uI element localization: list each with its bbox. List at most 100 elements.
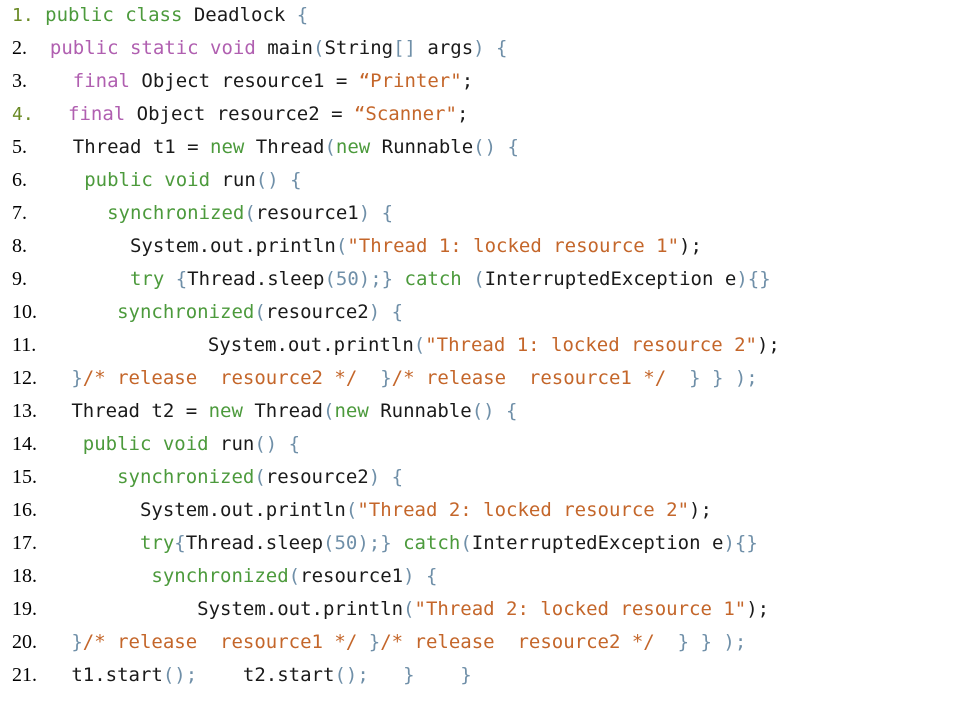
code-token: (); — [334, 664, 369, 686]
code-token: ; — [456, 103, 469, 125]
code-token: main — [267, 37, 313, 59]
code-token: } — [380, 532, 404, 554]
line-number: 1. — [12, 5, 34, 26]
code-token: public class — [33, 4, 194, 26]
code-token: System.out.println — [37, 499, 346, 521]
code-token: resource1 — [255, 202, 359, 224]
line-number: 17. — [12, 532, 37, 554]
code-token: new — [208, 400, 255, 422]
code-token: ( — [254, 466, 266, 488]
code-token: /* release resource2 */ — [82, 367, 381, 389]
code-token: ( — [345, 499, 358, 521]
code-line: 20. }/* release resource1 */ }/* release… — [12, 627, 746, 657]
line-number: 13. — [12, 400, 37, 422]
code-line: 6. public void run() { — [12, 165, 302, 195]
code-token: Thread — [255, 136, 325, 158]
code-token: run — [220, 433, 255, 455]
code-token: ( — [312, 37, 325, 59]
code-token: Object resource1 = — [141, 70, 359, 92]
code-token: String — [324, 37, 394, 59]
code-line: 9. try {Thread.sleep(50);} catch (Interr… — [12, 264, 771, 294]
line-number: 18. — [12, 565, 37, 587]
code-token: System.out.println — [37, 598, 404, 620]
code-line: 18. synchronized(resource1) { — [12, 561, 437, 591]
line-number: 8. — [12, 235, 27, 257]
code-line: 21. t1.start(); t2.start(); } } — [12, 660, 472, 690]
line-number: 21. — [12, 664, 37, 686]
code-token: () { — [254, 433, 301, 455]
code-token: System.out.println — [36, 334, 414, 356]
code-token: ( — [473, 268, 485, 290]
code-token: /* release resource1 */ — [82, 631, 369, 653]
code-token: resource2 — [265, 466, 369, 488]
code-line: 14. public void run() { — [12, 429, 300, 459]
code-line: 8. System.out.println("Thread 1: locked … — [12, 231, 702, 261]
code-token: final — [33, 103, 137, 125]
code-token: "Thread 1: locked resource 1" — [347, 235, 680, 257]
line-number: 14. — [12, 433, 37, 455]
code-token: ( — [323, 400, 335, 422]
line-number: 6. — [12, 169, 27, 191]
code-token: ( — [460, 532, 472, 554]
code-token: catch — [403, 532, 461, 554]
code-token: run — [221, 169, 256, 191]
code-line: 11. System.out.println("Thread 1: locked… — [12, 330, 780, 360]
line-number: 11. — [12, 334, 37, 356]
code-token: ) { — [403, 565, 438, 587]
line-number: 4. — [12, 104, 34, 125]
code-token: public void — [37, 433, 221, 455]
code-token: ( — [403, 598, 415, 620]
code-token: (50); — [323, 532, 381, 554]
code-token: ) { — [358, 202, 394, 224]
code-token: args — [427, 37, 474, 59]
code-token: ( — [244, 202, 256, 224]
code-token: { — [175, 268, 188, 290]
code-token: new — [210, 136, 256, 158]
code-token: /* release resource2 */ — [380, 631, 678, 653]
line-number: 9. — [12, 268, 27, 290]
code-token: Deadlock — [193, 4, 297, 26]
code-token: } — [37, 631, 83, 653]
code-token: t2.start — [197, 664, 335, 686]
code-token: [] — [393, 37, 428, 59]
code-token: resource2 — [265, 301, 369, 323]
code-token: Runnable — [381, 136, 474, 158]
code-line: 5. Thread t1 = new Thread(new Runnable()… — [12, 132, 519, 162]
code-token: synchronized — [37, 565, 289, 587]
code-token: () { — [255, 169, 302, 191]
code-token: (50); — [324, 268, 382, 290]
code-token: ){} — [736, 268, 771, 290]
code-line: 2. public static void main(String[] args… — [12, 33, 508, 63]
code-line: 13. Thread t2 = new Thread(new Runnable(… — [12, 396, 518, 426]
code-token: t1.start — [37, 664, 163, 686]
code-token: () { — [473, 136, 519, 158]
line-number: 5. — [12, 136, 27, 158]
code-token: } — [368, 631, 381, 653]
code-token: } — [381, 268, 405, 290]
code-token: /* release resource1 */ — [391, 367, 690, 389]
code-token: ; — [461, 70, 474, 92]
code-token: ) { — [368, 301, 404, 323]
line-number: 19. — [12, 598, 37, 620]
line-number: 3. — [12, 70, 27, 92]
code-token: } } ); — [689, 367, 758, 389]
code-token: new — [334, 400, 381, 422]
code-token: new — [335, 136, 382, 158]
line-number: 2. — [12, 37, 27, 59]
code-line: 7. synchronized(resource1) { — [12, 198, 393, 228]
line-number: 16. — [12, 499, 37, 521]
line-number: 12. — [12, 367, 37, 389]
code-token: "Thread 1: locked resource 2" — [425, 334, 757, 356]
code-token: ( — [288, 565, 301, 587]
code-token: System.out.println — [27, 235, 336, 257]
code-token: InterruptedException e — [484, 268, 737, 290]
code-token: Thread.sleep — [185, 532, 324, 554]
code-token: } } ); — [677, 631, 747, 653]
code-token: ); — [679, 235, 702, 257]
code-token: "Thread 2: locked resource 2" — [357, 499, 690, 521]
code-token: ( — [254, 301, 266, 323]
code-token: Thread — [254, 400, 323, 422]
code-token: ) { — [368, 466, 404, 488]
line-number: 10. — [12, 301, 37, 323]
